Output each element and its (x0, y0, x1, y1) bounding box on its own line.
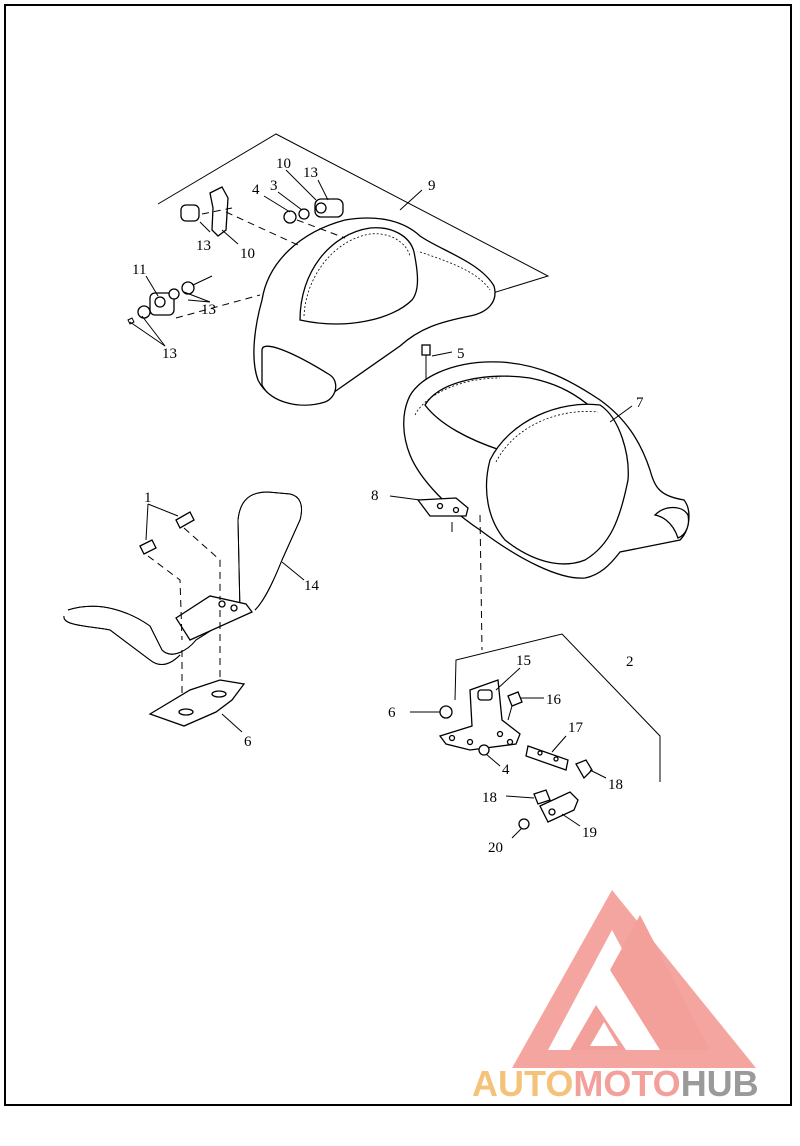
callout-19: 19 (582, 825, 597, 841)
callout-20: 20 (488, 840, 503, 856)
callout-10: 10 (240, 246, 255, 262)
bracket-assembly (438, 679, 593, 830)
callouts: 10 13 3 4 9 13 10 11 13 13 5 7 8 1 14 2 … (132, 156, 644, 856)
backrest-group-bracket (157, 133, 550, 301)
callout-11: 11 (132, 262, 146, 278)
callout-5: 5 (457, 346, 465, 362)
callout-3: 3 (270, 178, 278, 194)
callout-4: 4 (252, 182, 260, 198)
callout-17: 17 (568, 720, 584, 736)
svg-text:AUTOMOTOHUB: AUTOMOTOHUB (472, 1063, 759, 1104)
callout-18: 18 (482, 790, 497, 806)
callout-15: 15 (516, 653, 531, 669)
watermark-part1: AUTO (472, 1063, 573, 1104)
callout-13: 13 (201, 302, 216, 318)
callout-18: 18 (608, 777, 623, 793)
backrest-pad (253, 217, 496, 406)
callout-16: 16 (546, 692, 562, 708)
callout-14: 14 (304, 578, 320, 594)
diagram-frame (4, 4, 792, 1106)
callout-8: 8 (371, 488, 379, 504)
callout-9: 9 (428, 178, 436, 194)
grab-rail (63, 491, 303, 700)
backrest-hardware-top (180, 186, 346, 247)
bracket-8 (416, 497, 483, 651)
bracket-assembly-bracket-line (454, 633, 661, 782)
watermark-logo: AUTOMOTOHUB (472, 890, 759, 1104)
callout-12: 10 (276, 156, 291, 172)
callout-13: 13 (162, 346, 177, 362)
callout-1: 1 (144, 490, 152, 506)
bolt-5 (421, 344, 431, 384)
callout-7: 7 (636, 395, 644, 411)
callout-6: 6 (244, 734, 252, 750)
watermark-part2: MOTO (573, 1063, 680, 1104)
seat (403, 361, 690, 579)
plate-6 (148, 679, 246, 727)
callout-13: 13 (196, 238, 211, 254)
callout-2: 2 (626, 654, 634, 670)
watermark-part3: HUB (681, 1063, 759, 1104)
callout-13: 13 (303, 165, 318, 181)
callout-10: 6 (388, 705, 396, 721)
callout-4: 4 (502, 762, 510, 778)
leader-lines (129, 169, 633, 839)
backrest-hardware-side (127, 275, 261, 325)
